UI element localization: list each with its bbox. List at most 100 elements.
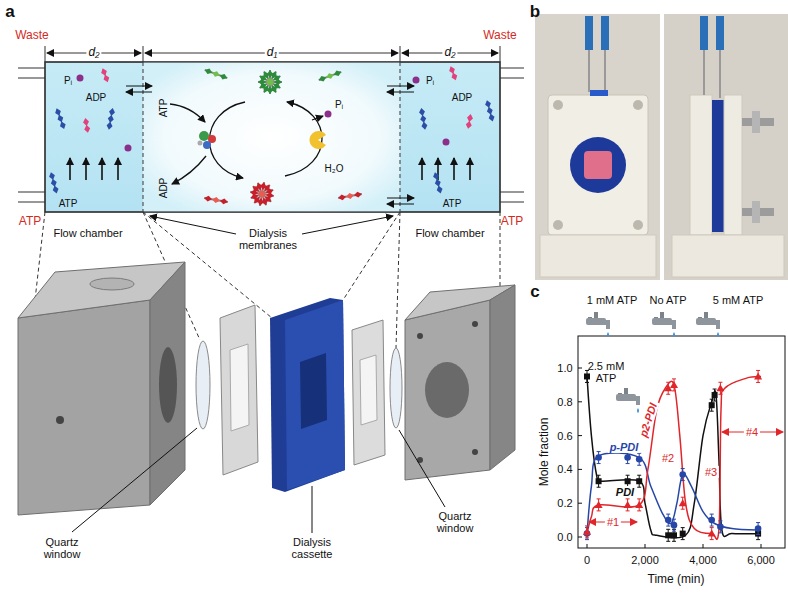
drawing-part bbox=[633, 220, 643, 230]
drawing-part bbox=[712, 100, 724, 232]
time-course-chart bbox=[578, 312, 785, 548]
drawing-part bbox=[300, 353, 327, 429]
axis-tick bbox=[578, 469, 582, 470]
drawing-part bbox=[90, 278, 134, 290]
series-label: PDI bbox=[614, 486, 636, 498]
drawing-part bbox=[85, 158, 87, 180]
drawing-part bbox=[150, 262, 185, 505]
part-label: Dialysis cassette bbox=[284, 536, 340, 560]
data-marker bbox=[754, 372, 762, 379]
drawing-part bbox=[421, 158, 423, 180]
data-marker bbox=[636, 456, 643, 463]
drawing-part bbox=[117, 158, 119, 180]
data-marker bbox=[625, 478, 631, 484]
panel-letter: a bbox=[5, 3, 14, 22]
data-marker bbox=[709, 402, 715, 408]
data-marker bbox=[755, 525, 762, 532]
data-marker bbox=[595, 454, 602, 461]
drawing-part bbox=[250, 187, 275, 201]
drawing-part bbox=[72, 428, 197, 532]
molecule-label: ATP bbox=[443, 198, 462, 209]
drawing-part bbox=[360, 355, 377, 425]
drawing-part bbox=[690, 95, 712, 235]
axis-tick-label: 1.0 bbox=[557, 362, 572, 374]
drawing-part bbox=[548, 95, 648, 235]
cycle-number: #1 bbox=[605, 516, 621, 528]
data-marker bbox=[708, 530, 716, 537]
drawing-part bbox=[724, 95, 742, 235]
data-marker bbox=[624, 501, 632, 508]
drawing-part bbox=[82, 118, 91, 134]
drawing-part bbox=[18, 300, 150, 515]
drawing-part bbox=[387, 92, 414, 93]
drawing-part bbox=[199, 131, 209, 141]
drawing-part bbox=[126, 92, 152, 93]
drawing-part bbox=[432, 171, 443, 194]
drawing-part bbox=[490, 285, 515, 470]
drawing-part bbox=[586, 312, 610, 337]
drawing-part bbox=[390, 348, 402, 428]
drawing-part bbox=[570, 137, 626, 193]
drawing-part bbox=[285, 300, 345, 490]
data-marker bbox=[671, 532, 677, 538]
drawing-part bbox=[126, 86, 152, 87]
axis-tick-label: 0.4 bbox=[557, 463, 572, 475]
series-label: p2-PDI bbox=[636, 400, 660, 441]
error-bar bbox=[681, 528, 685, 540]
drawing-part bbox=[405, 300, 490, 480]
exploded-assembly bbox=[18, 262, 515, 533]
drawing-part bbox=[48, 171, 59, 194]
data-marker bbox=[717, 524, 724, 531]
drawing-part bbox=[258, 73, 282, 90]
error-bar bbox=[585, 370, 589, 382]
drawing-part bbox=[752, 111, 760, 133]
drawing-part bbox=[703, 50, 705, 95]
inlet-label: ATP bbox=[19, 215, 41, 228]
drawing-part bbox=[258, 70, 282, 94]
axis-tick-label: 4,000 bbox=[689, 554, 717, 566]
drawing-part bbox=[652, 312, 676, 337]
drawing-part bbox=[752, 201, 760, 223]
drawing-part bbox=[387, 204, 414, 205]
axis-tick bbox=[645, 544, 646, 548]
data-marker bbox=[636, 478, 642, 484]
data-curve bbox=[587, 453, 761, 534]
data-marker bbox=[671, 522, 678, 529]
data-marker bbox=[679, 499, 687, 506]
data-marker bbox=[679, 471, 686, 478]
drawing-part bbox=[312, 116, 323, 120]
drawing-part bbox=[465, 114, 474, 130]
drawing-part bbox=[584, 151, 612, 179]
drawing-part bbox=[101, 158, 103, 180]
drawing-part bbox=[302, 216, 393, 234]
molecule-label: ATP bbox=[59, 198, 78, 209]
molecule-label: Pᵢ bbox=[335, 99, 343, 110]
drawing-part bbox=[588, 50, 590, 92]
drawing-part bbox=[553, 220, 563, 230]
drawing-part bbox=[100, 67, 111, 83]
cycle-number: #2 bbox=[660, 452, 676, 464]
drawing-part bbox=[54, 107, 67, 130]
data-curve bbox=[587, 377, 761, 538]
cycle-number: #4 bbox=[744, 426, 760, 438]
drawing-part bbox=[198, 141, 203, 146]
axis-tick bbox=[578, 537, 582, 538]
axis-tick bbox=[578, 368, 582, 369]
drawing-part bbox=[77, 75, 84, 82]
inlet-label: ATP bbox=[501, 215, 523, 228]
part-label: Dialysis membranes bbox=[236, 227, 300, 251]
drawing-part bbox=[106, 108, 116, 131]
molecule-label: ADP bbox=[158, 178, 169, 199]
axis-tick bbox=[578, 503, 582, 504]
error-bar bbox=[666, 529, 670, 541]
drawing-part bbox=[45, 62, 500, 212]
error-bar bbox=[713, 389, 717, 401]
axis-tick bbox=[703, 544, 704, 548]
drawing-part bbox=[250, 182, 275, 207]
axis-tick-label: 2,000 bbox=[631, 554, 659, 566]
axis-title: Mole fraction bbox=[538, 418, 551, 487]
drawing-part bbox=[585, 16, 593, 50]
panel-letter: b bbox=[530, 3, 540, 22]
data-marker bbox=[584, 373, 590, 379]
